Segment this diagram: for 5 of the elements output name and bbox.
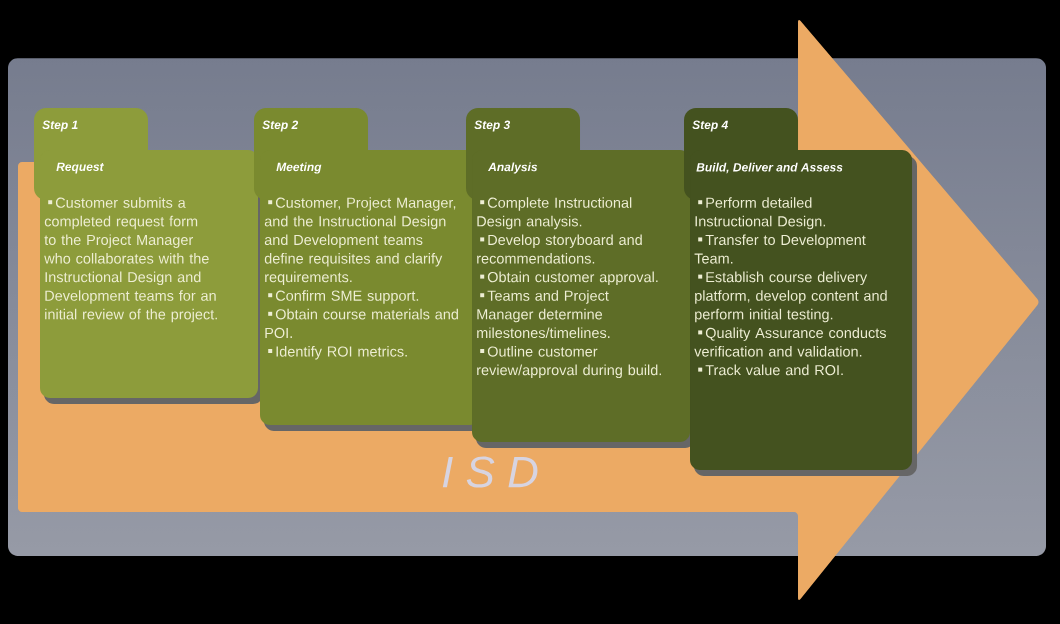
node-label: Step 2: [262, 120, 299, 132]
node-label: Step 1: [42, 120, 78, 132]
step-card: Step 4 Build, Deliver and Assess Perform detailed Instructional Design. Transfer to Development Team. Establish course delivery platform, develop content and perform initial testing. Quality Assurance conducts verification and validation. Track value and ROI.: [684, 108, 917, 476]
step-card: Step 1 Request Customer submits a completed request form to the Project Manager who collaborates with the Instructional Design and Development teams for an initial review of the project.: [34, 108, 263, 404]
node-label: Step 4: [692, 120, 728, 132]
